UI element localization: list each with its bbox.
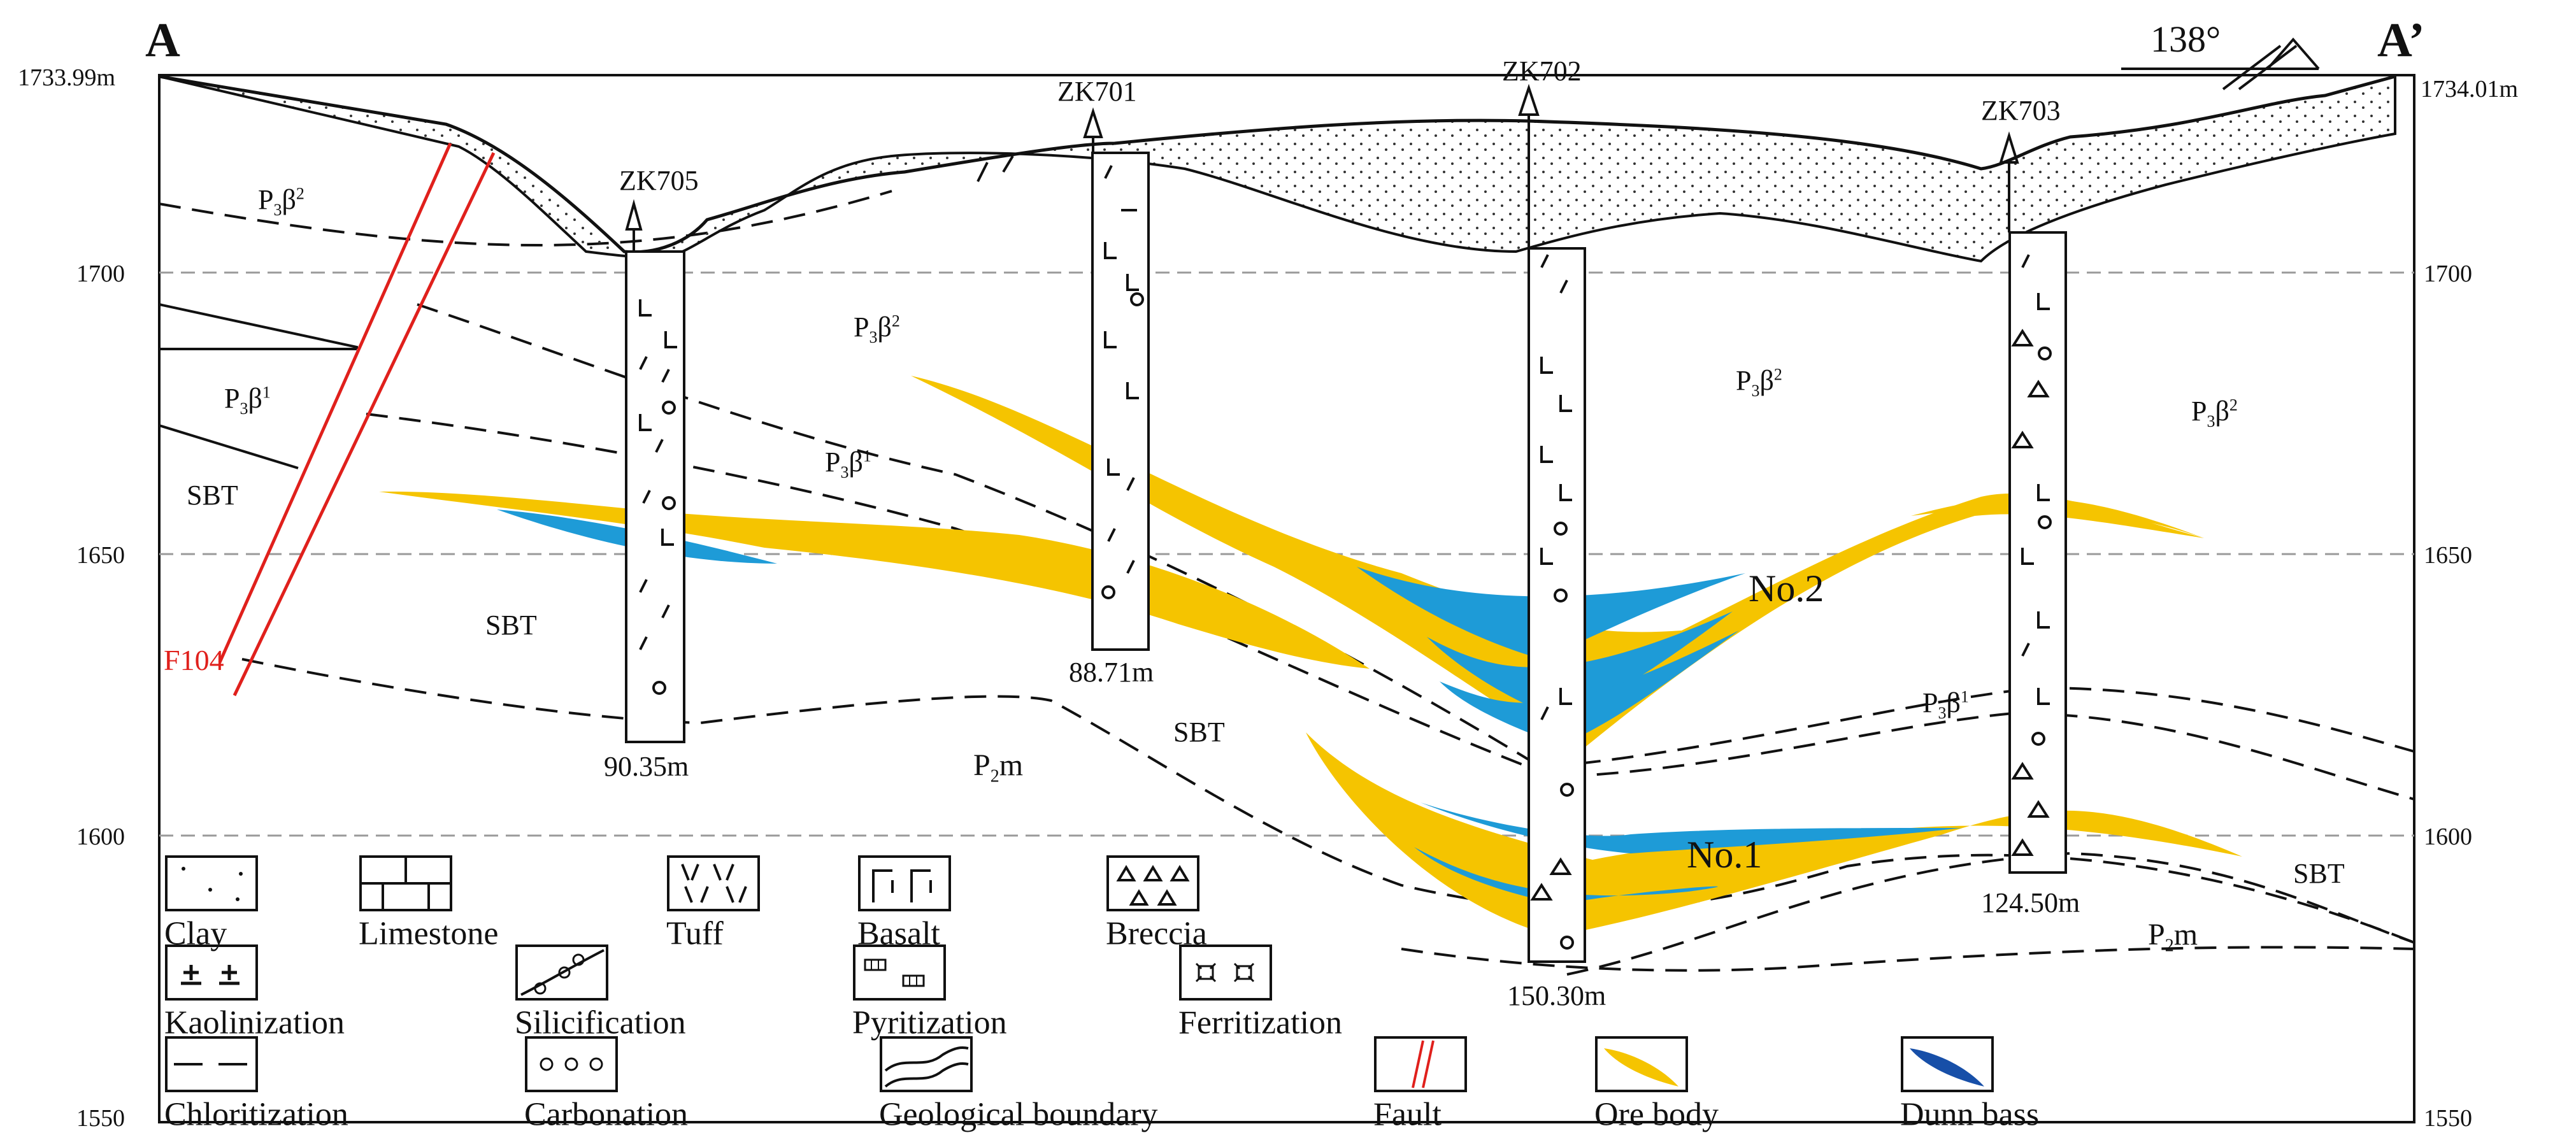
legend-item-tuff: Tuff — [666, 855, 761, 953]
kaolinization-swatch-icon — [165, 944, 258, 1001]
unit-p2m-mid: P2m — [973, 748, 1024, 787]
unit-p3b1-left: P3β1 — [224, 383, 271, 418]
borehole-id-zk703: ZK703 — [1981, 95, 2061, 126]
legend-item-chloritization: Chloritization — [164, 1036, 348, 1134]
borehole-columns — [625, 152, 2067, 963]
unit-p3b2-left: P3β2 — [258, 184, 304, 219]
basalt-swatch-icon — [858, 855, 951, 911]
ore-body-label-no1: No.1 — [1687, 834, 1763, 876]
unit-p3b2-mid: P3β2 — [854, 311, 900, 346]
legend-item-silicification: Silicification — [515, 944, 686, 1042]
unit-p3b2-center: P3β2 — [1736, 365, 1782, 400]
elevation-tick: 1650 — [2424, 542, 2472, 569]
legend-item-geological-boundary: Geological boundary — [879, 1036, 1158, 1134]
limestone-swatch-icon — [359, 855, 452, 911]
legend-item-fault: Fault — [1373, 1036, 1468, 1134]
elevation-tick: 1600 — [2424, 823, 2472, 850]
azimuth-symbol — [2121, 37, 2320, 90]
borehole-id-zk705: ZK705 — [619, 165, 699, 196]
elevation-tick: 1650 — [76, 542, 125, 569]
carbonation-swatch-icon — [525, 1036, 618, 1092]
legend-item-clay: Clay — [164, 855, 259, 953]
section-end-label: A’ — [2377, 13, 2425, 67]
legend-item-kaolinization: Kaolinization — [164, 944, 345, 1042]
chloritization-swatch-icon — [165, 1036, 258, 1092]
unit-sbt-center: SBT — [1173, 716, 1225, 748]
unit-p3b1-mid: P3β1 — [825, 446, 871, 481]
borehole-depth-zk701: 88.71m — [1069, 657, 1154, 688]
ore-body-right-tail — [1911, 497, 2204, 538]
fault-swatch-icon — [1374, 1036, 1467, 1092]
ore-body-label-no2: No.2 — [1749, 567, 1824, 609]
borehole-depth-zk702: 150.30m — [1507, 980, 1606, 1011]
breccia-swatch-icon — [1106, 855, 1199, 911]
legend-item-ore-body: Ore body — [1594, 1036, 1719, 1134]
geological-boundaries — [159, 303, 358, 469]
geological-boundary-swatch-icon — [880, 1036, 973, 1092]
elevation-tick: 1700 — [76, 260, 125, 287]
legend-item-breccia: Breccia — [1106, 855, 1207, 953]
legend-item-limestone: Limestone — [359, 855, 499, 953]
borehole-depth-zk703: 124.50m — [1981, 887, 2080, 918]
elevation-tick: 1700 — [2424, 260, 2472, 287]
clay-swatch-icon — [165, 855, 258, 911]
borehole-id-zk701: ZK701 — [1057, 76, 1137, 107]
fault-label: F104 — [164, 644, 224, 676]
ferritization-swatch-icon — [1179, 944, 1272, 1001]
azimuth-label: 138° — [2150, 18, 2221, 60]
legend-item-ferritization: Ferritization — [1178, 944, 1342, 1042]
legend: Clay Limestone Tuff Basalt Breccia Kaoli… — [164, 841, 2330, 1133]
fault-f104 — [218, 142, 496, 697]
section-start-label: A — [145, 13, 180, 67]
legend-item-pyritization: Pyritization — [852, 944, 1007, 1042]
legend-item-basalt: Basalt — [857, 855, 952, 953]
ore-body-upper-left — [379, 491, 1370, 669]
elevation-tick: 1550 — [76, 1105, 125, 1132]
borehole-markers — [625, 83, 2019, 252]
unit-sbt-mid: SBT — [485, 609, 537, 641]
legend-item-carbonation: Carbonation — [524, 1036, 688, 1134]
dunn-bass-swatch-icon — [1901, 1036, 1994, 1092]
ore-body-swatch-icon — [1595, 1036, 1688, 1092]
end-elevation-label: 1734.01m — [2421, 76, 2519, 103]
start-elevation-label: 1733.99m — [18, 64, 116, 91]
section-frame — [158, 74, 2415, 1123]
silicification-swatch-icon — [515, 944, 608, 1001]
borehole-lithology — [639, 165, 2052, 950]
unit-p3b1-right: P3β1 — [1922, 687, 1969, 722]
borehole-depth-zk705: 90.35m — [604, 751, 689, 782]
elevation-tick: 1550 — [2424, 1105, 2472, 1132]
pyritization-swatch-icon — [853, 944, 946, 1001]
legend-item-dunn-bass: Dunn bass — [1900, 1036, 2039, 1134]
unit-sbt-right: SBT — [2293, 858, 2345, 889]
topography-line — [159, 75, 2396, 254]
unit-p2m-right: P2m — [2148, 918, 2198, 956]
borehole-id-zk702: ZK702 — [1502, 55, 1582, 87]
surface-ticks — [977, 155, 1014, 182]
tuff-swatch-icon — [667, 855, 760, 911]
unit-sbt-left: SBT — [187, 480, 238, 511]
elevation-tick: 1600 — [76, 823, 125, 850]
unit-p3b2-right: P3β2 — [2191, 395, 2238, 431]
